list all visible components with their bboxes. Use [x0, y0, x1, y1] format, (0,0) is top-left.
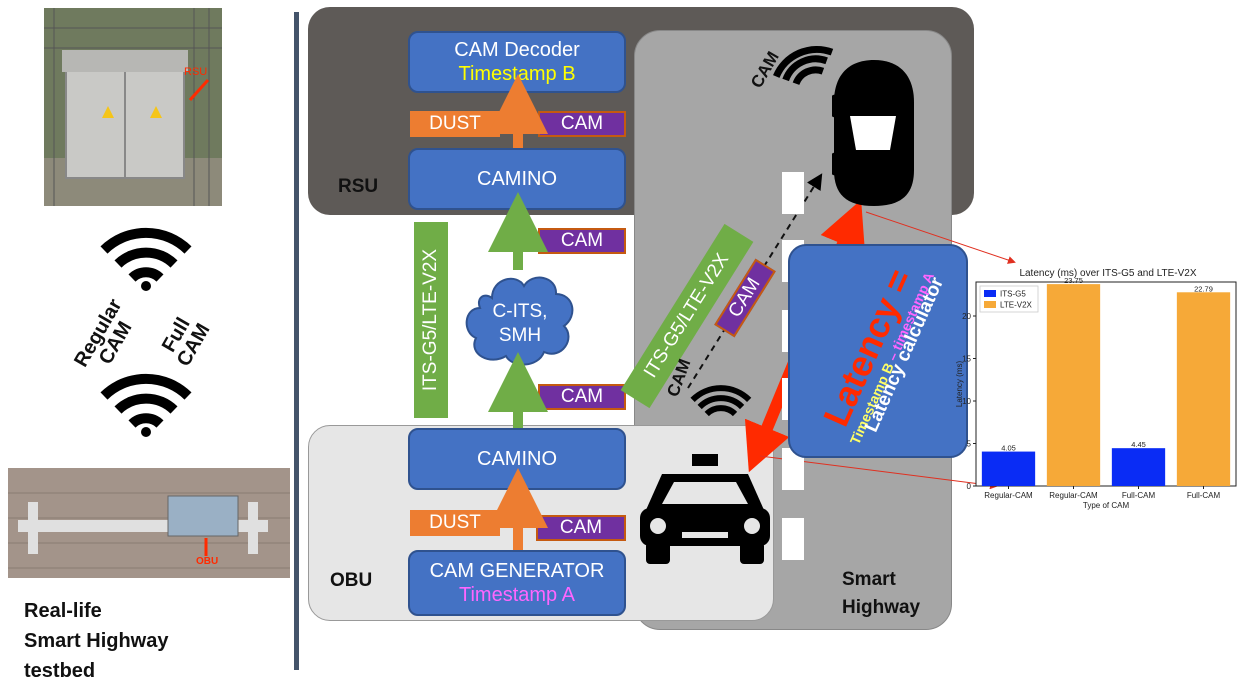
bar-its-g5-0: [981, 451, 1036, 486]
cam-generator-timestamp: Timestamp A: [459, 584, 575, 606]
rsu-photo: RSU: [44, 8, 222, 206]
rsu-cam-tag: CAM: [538, 111, 626, 137]
cloud-label-line-1: C-ITS,: [492, 301, 548, 322]
obu-cam-tag: CAM: [536, 515, 626, 541]
cam-generator-title: CAM GENERATOR: [429, 560, 605, 582]
bar-value-label: 22.79: [1194, 284, 1213, 293]
latency-calculator-box: Latency = Timestamp B – timestamp A Late…: [788, 244, 968, 458]
latency-bar-chart: Latency (ms) over ITS-G5 and LTE-V2X 0 5 1…: [955, 268, 1237, 510]
obu-photo-label: OBU: [196, 556, 219, 567]
middle-cam-tag-upper: CAM: [538, 228, 626, 254]
y-tick-label: 5: [967, 440, 972, 449]
bar-value-label: 4.05: [1001, 444, 1016, 453]
legend-label-lte-v2x: LTE-V2X: [1000, 301, 1033, 310]
obu-photo-illustration: [8, 468, 290, 578]
wifi-icon-bottom: [100, 368, 192, 438]
rsu-photo-label: RSU: [184, 66, 208, 78]
rsu-dust-tag: DUST: [410, 111, 500, 137]
obu-dust-tag: DUST: [410, 510, 500, 536]
chart-legend: ITS-G5 LTE-V2X: [979, 285, 1039, 313]
y-tick-label: 15: [962, 355, 971, 364]
bar-value-label: 4.45: [1131, 440, 1146, 449]
legend-swatch-its-g5: [984, 290, 996, 297]
y-tick-label: 20: [962, 312, 971, 321]
cloud-label-line-2: SMH: [498, 325, 542, 346]
taxi-icon: [636, 454, 774, 566]
bar-value-label: 23.75: [1064, 276, 1083, 285]
rsu-camino-label: CAMINO: [477, 168, 557, 190]
chart-bars: 4.05 23.75 4.45 22.79: [981, 276, 1231, 486]
bar-lte-v2x-1: [1046, 284, 1101, 486]
obu-camino-label: CAMINO: [477, 448, 557, 470]
x-tick-label: Regular-CAM: [984, 491, 1033, 500]
chart-x-ticks: Regular-CAM Regular-CAM Full-CAM Full-CAM: [984, 486, 1220, 500]
smart-highway-line-2: Highway: [842, 597, 921, 618]
lane-dash-1: [782, 172, 804, 214]
chart-y-ticks: 0 5 10 15 20: [962, 312, 976, 491]
rsu-label: RSU: [338, 176, 379, 197]
cam-decoder-title: CAM Decoder: [454, 39, 580, 61]
y-tick-label: 10: [962, 397, 971, 406]
bar-its-g5-2: [1111, 448, 1166, 486]
lane-dash-5: [782, 448, 804, 490]
x-tick-label: Full-CAM: [1122, 491, 1156, 500]
chart-y-axis-label: Latency (ms): [955, 361, 964, 408]
bar-lte-v2x-3: [1176, 292, 1231, 486]
y-tick-label: 0: [967, 482, 972, 491]
cam-generator-box: CAM GENERATOR Timestamp A: [408, 550, 626, 616]
connector-car-to-chart: [865, 211, 1016, 264]
x-tick-label: Full-CAM: [1187, 491, 1221, 500]
smart-highway-line-1: Smart: [842, 569, 896, 590]
chart-title: Latency (ms) over ITS-G5 and LTE-V2X: [1019, 268, 1196, 279]
obu-photo: OBU: [8, 468, 290, 578]
rsu-photo-illustration: [44, 8, 222, 206]
obu-label: OBU: [330, 570, 373, 591]
lane-dash-6: [782, 518, 804, 560]
signal-icon-top: [773, 38, 836, 92]
cloud-label: C-ITS, SMH: [462, 300, 578, 348]
legend-label-its-g5: ITS-G5: [1000, 290, 1026, 299]
wifi-icon-top: [100, 222, 192, 292]
legend-swatch-lte-v2x: [984, 301, 996, 308]
middle-cam-tag-lower: CAM: [538, 384, 626, 410]
signal-icon-bottom: [690, 378, 752, 426]
channel-bar-left: ITS-G5/LTE-V2X: [414, 222, 448, 418]
caption-line-1: Real-life: [24, 600, 102, 622]
caption-line-2: Smart Highway: [24, 630, 169, 652]
x-tick-label: Regular-CAM: [1049, 491, 1098, 500]
smart-highway-label: Smart Highway: [842, 566, 920, 622]
chart-x-axis-label: Type of CAM: [1083, 501, 1130, 510]
panel-divider: [294, 12, 299, 670]
car-icon: [826, 58, 916, 208]
